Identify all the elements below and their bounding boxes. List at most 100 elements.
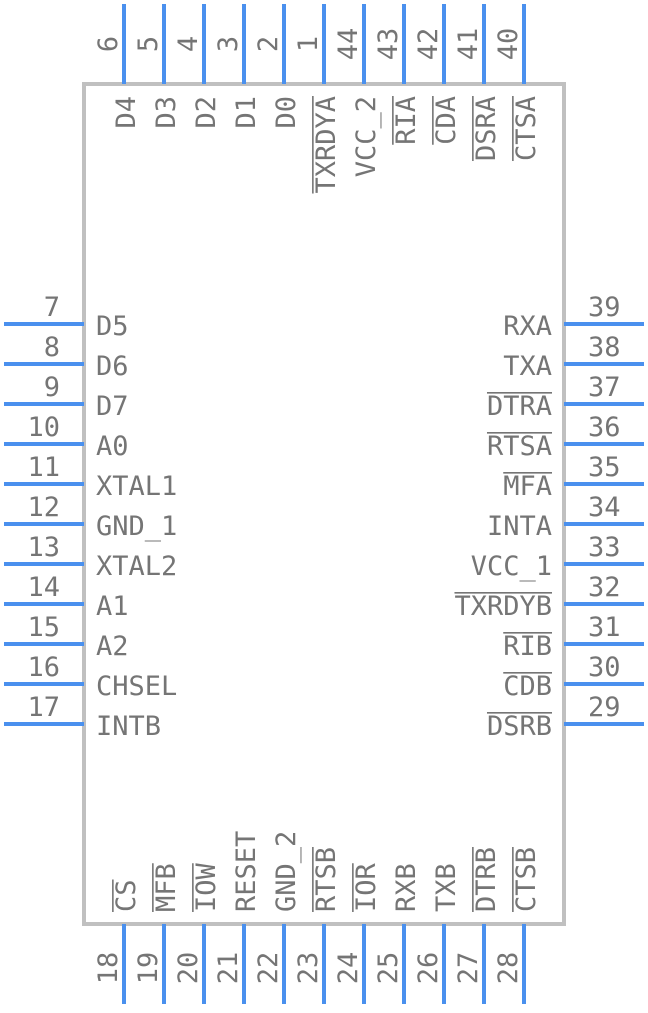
pin-29-name: DSRB	[487, 711, 552, 742]
pin-5-number: 5	[133, 36, 164, 52]
chip-body	[82, 82, 566, 926]
pin-1-number: 1	[293, 36, 324, 52]
pin-41-name: DSRA	[471, 96, 502, 161]
pin-26-number: 26	[413, 952, 444, 985]
pin-3: 3D1	[213, 4, 262, 129]
pin-34-name: INTA	[487, 511, 552, 542]
pins-layer: 6D45D34D23D12D01TXRDYA44VCC_243RIA42CDA4…	[4, 4, 644, 1004]
pin-1-name: TXRDYA	[311, 96, 342, 194]
pin-5-name: D3	[151, 96, 182, 129]
pin-10-number: 10	[27, 412, 60, 443]
pin-22-number: 22	[253, 952, 284, 985]
pin-3-name: D1	[231, 96, 262, 129]
pin-32-name: TXRDYB	[454, 591, 552, 622]
pin-17-number: 17	[27, 692, 60, 723]
pin-27-name: DTRB	[471, 847, 502, 912]
pin-17-name: INTB	[96, 711, 161, 742]
pin-38-name: TXA	[503, 351, 552, 382]
pin-35-name: MFA	[503, 471, 552, 502]
pin-13-name: XTAL2	[96, 551, 177, 582]
pin-7-number: 7	[44, 292, 60, 323]
pin-16-name: CHSEL	[96, 671, 177, 702]
pin-32-number: 32	[588, 572, 621, 603]
pin-7-name: D5	[96, 311, 129, 342]
pin-13-number: 13	[27, 532, 60, 563]
pin-24-name: IOR	[351, 862, 382, 912]
pin-11-name: XTAL1	[96, 471, 177, 502]
pin-20-number: 20	[173, 952, 204, 985]
pin-24: 24 IOR	[333, 862, 382, 1004]
pin-43-number: 43	[373, 28, 404, 61]
pin-30-number: 30	[588, 652, 621, 683]
pin-30-name: CDB	[503, 671, 552, 702]
pin-5: 5D3	[133, 4, 182, 129]
pin-39-name: RXA	[503, 311, 552, 342]
pin-12-number: 12	[27, 492, 60, 523]
pin-25-name: RXB	[391, 863, 422, 912]
pin-8-number: 8	[44, 332, 60, 363]
pin-21-number: 21	[213, 952, 244, 985]
pin-16-number: 16	[27, 652, 60, 683]
pin-10-name: A0	[96, 431, 129, 462]
pin-29-number: 29	[588, 692, 621, 723]
pin-37-name: DTRA	[487, 391, 552, 422]
pin-44-name: VCC_2	[351, 96, 382, 177]
pin-3-number: 3	[213, 36, 244, 52]
pin-35-number: 35	[588, 452, 621, 483]
pin-8: 8D6	[4, 332, 129, 382]
pin-44-number: 44	[333, 28, 364, 61]
pin-40-number: 40	[493, 28, 524, 61]
pin-15-name: A2	[96, 631, 129, 662]
pin-12-name: GND_1	[96, 511, 177, 542]
pin-24-number: 24	[333, 952, 364, 985]
pin-7: 7D5	[4, 292, 129, 342]
pin-23-name: RTSB	[311, 847, 342, 912]
pin-40-name: CTSA	[511, 96, 542, 161]
pin-11-number: 11	[27, 452, 60, 483]
pin-27-number: 27	[453, 952, 484, 985]
pin-19-number: 19	[133, 952, 164, 985]
pin-9: 9D7	[4, 372, 129, 422]
pin-2-number: 2	[253, 36, 284, 52]
pin-36-name: RTSA	[487, 431, 552, 462]
pin-31-number: 31	[588, 612, 621, 643]
pin-34-number: 34	[588, 492, 621, 523]
pin-36-number: 36	[588, 412, 621, 443]
pin-8-name: D6	[96, 351, 129, 382]
pin-18-number: 18	[93, 952, 124, 985]
pin-20-name: IOW	[191, 862, 222, 912]
pin-39-number: 39	[588, 292, 621, 323]
pin-9-name: D7	[96, 391, 129, 422]
pin-6-name: D4	[111, 96, 142, 129]
pin-19-name: MFB	[151, 863, 182, 912]
pin-19: 19 MFB	[133, 863, 182, 1004]
pin-38-number: 38	[588, 332, 621, 363]
pin-14-name: A1	[96, 591, 129, 622]
pin-28-name: CTSB	[511, 847, 542, 912]
